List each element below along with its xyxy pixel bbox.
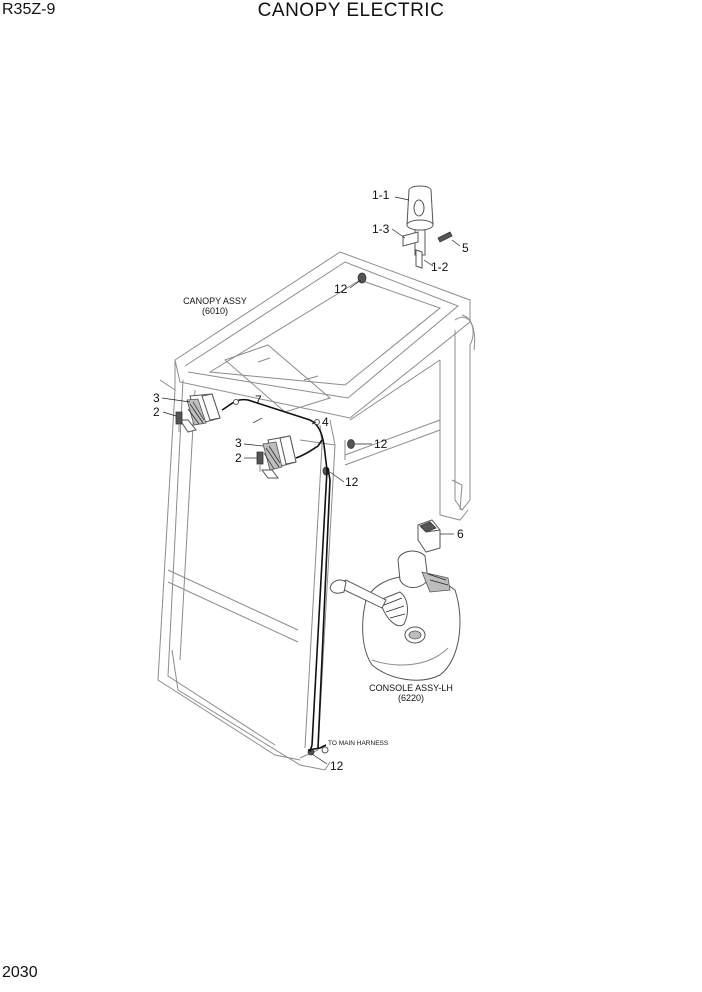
callout-12-roof: 12 (334, 282, 348, 296)
callout-12-side: 12 (374, 437, 388, 451)
main-harness-note: TO MAIN HARNESS (328, 740, 389, 747)
page-title: CANOPY ELECTRIC (257, 0, 445, 21)
canopy-frame (157, 251, 476, 771)
callout-2-lower: 2 (235, 451, 242, 465)
callout-5: 5 (462, 241, 469, 255)
work-lamp-lower (256, 435, 297, 479)
page-number: 2030 (2, 964, 38, 981)
console-assy-name: CONSOLE ASSY-LH (369, 683, 453, 693)
console-assy-label: CONSOLE ASSY-LH (6220) (356, 683, 466, 703)
callout-1-1: 1-1 (372, 188, 390, 202)
callout-6: 6 (457, 527, 464, 541)
rocker-switch (417, 519, 441, 553)
console-assembly (329, 550, 461, 681)
canopy-assy-label: CANOPY ASSY (6010) (170, 296, 260, 316)
callout-3-upper: 3 (153, 391, 160, 405)
leader-lines (161, 196, 461, 765)
model-number: R35Z-9 (2, 1, 56, 18)
callout-12-bottom: 12 (330, 759, 344, 773)
callout-7: 7 (255, 393, 262, 407)
beacon-lamp (402, 185, 453, 269)
callout-12-post: 12 (345, 475, 359, 489)
callout-1-3: 1-3 (372, 222, 390, 236)
console-assy-code: (6220) (397, 693, 424, 703)
work-lamp-upper (175, 393, 221, 433)
callout-1-2: 1-2 (431, 260, 449, 274)
wiring-harness (221, 398, 331, 754)
canopy-assy-code: (6010) (201, 306, 228, 316)
canopy-assy-name: CANOPY ASSY (183, 296, 247, 306)
callout-3-lower: 3 (235, 436, 242, 450)
callout-2-upper: 2 (153, 405, 160, 419)
callout-4: 4 (322, 415, 329, 429)
